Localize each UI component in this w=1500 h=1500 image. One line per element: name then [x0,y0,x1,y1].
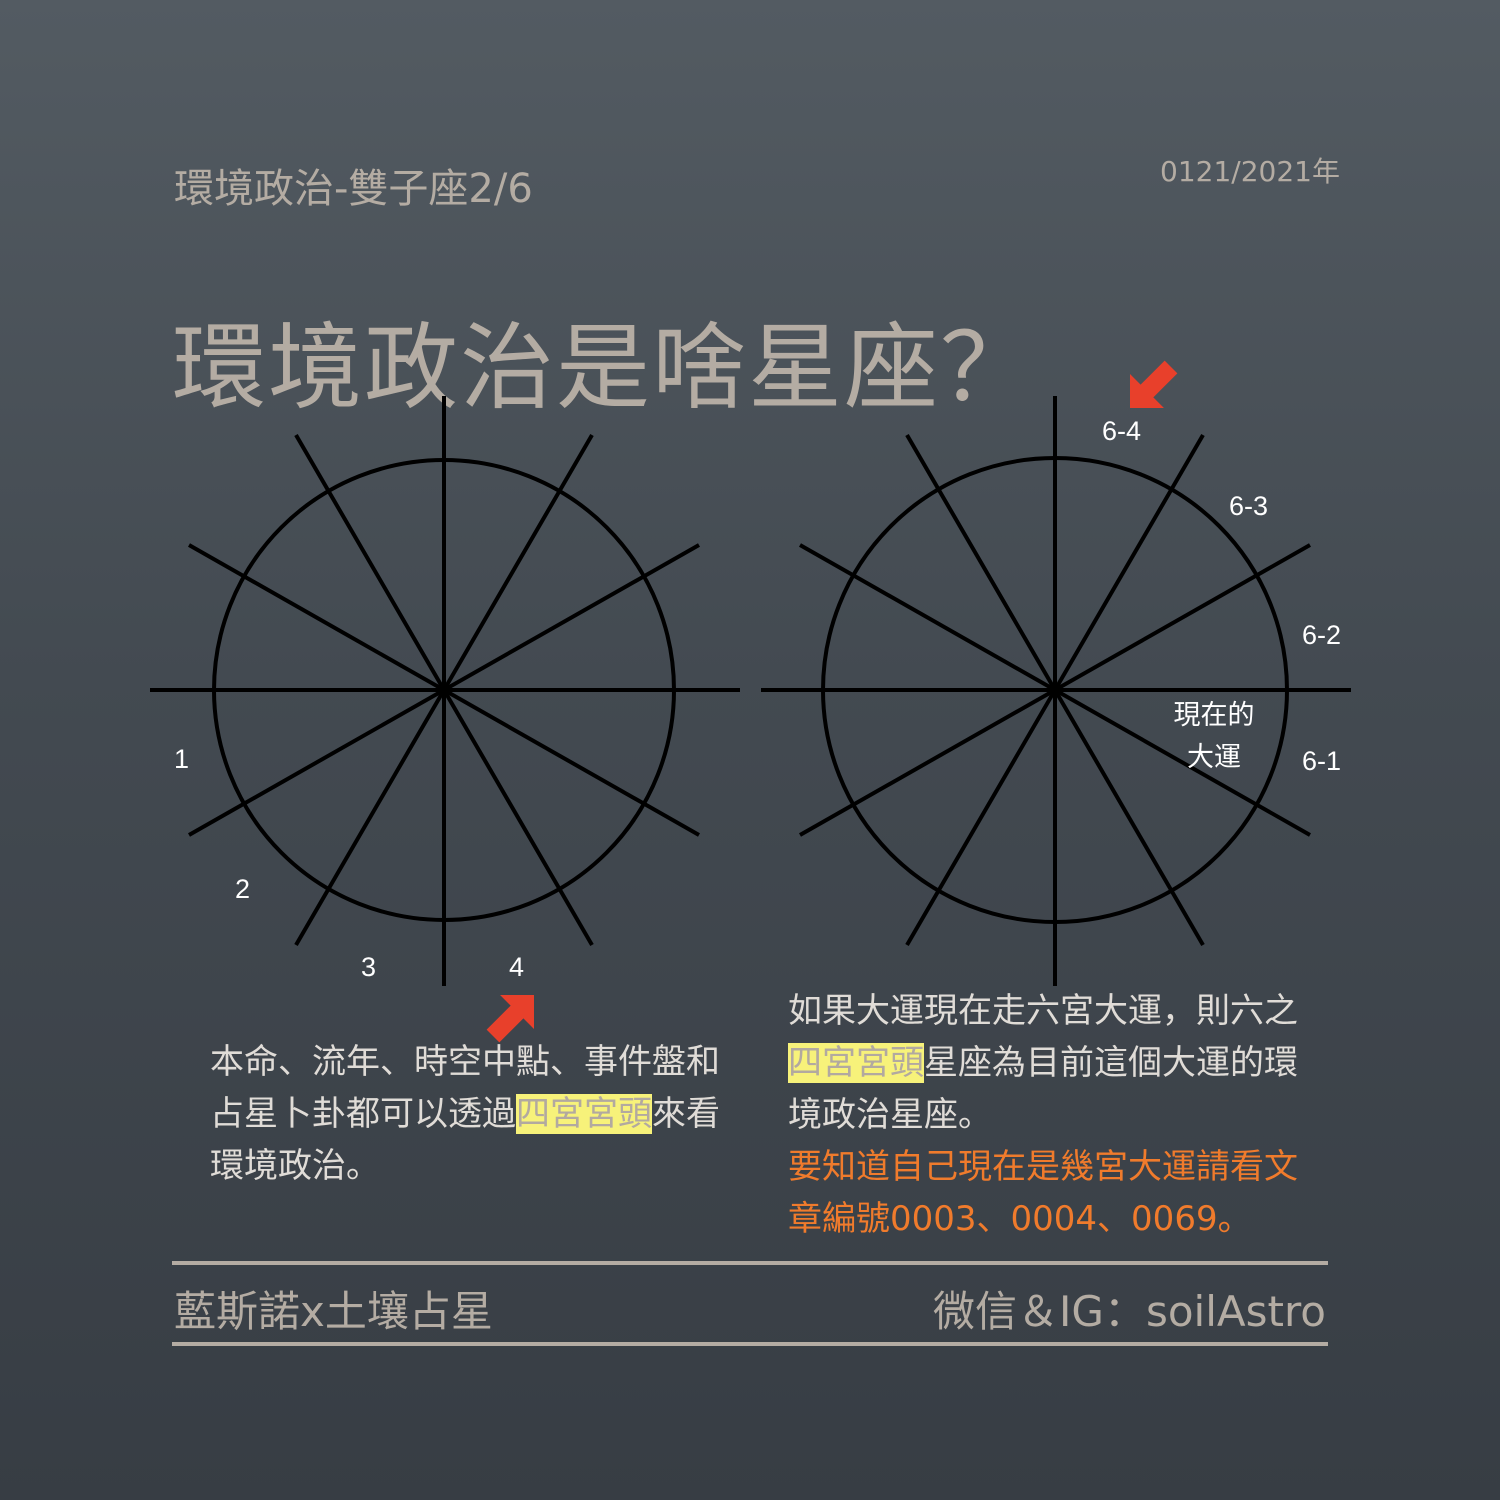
right-explanation: 如果大運現在走六宮大運，則六之四宮宮頭星座為目前這個大運的環境政治星座。要知道自… [788,985,1308,1245]
right-explanation-text: 如果大運現在走六宮大運，則六之 [788,991,1298,1031]
highlight-fourth-house-cusp: 四宮宮頭 [788,1043,924,1083]
page-title: 環境政治是啥星座？ [172,314,1037,423]
left-explanation: 本命、流年、時空中點、事件盤和占星卜卦都可以透過四宮宮頭來看環境政治。 [210,1036,730,1192]
highlight-fourth-house-cusp: 四宮宮頭 [516,1094,652,1134]
right-explanation-text-end: 星座為目前這個大運的環境政治星座。 [788,1043,1298,1135]
left-house-label-4: 4 [509,952,524,982]
brand-name: 藍斯諾x土壤占星 [174,1287,493,1336]
right-house-label-6-3: 6-3 [1229,491,1268,521]
left-house-label-3: 3 [361,952,376,982]
arrow-icon [1130,360,1178,408]
series-title: 環境政治-雙子座2/6 [174,166,533,212]
footer-top-divider [172,1261,1328,1265]
left-house-label-2: 2 [235,874,250,904]
footer-bottom-divider [172,1342,1328,1346]
reference-note: 要知道自己現在是幾宮大運請看文章編號0003、0004、0069。 [788,1147,1298,1239]
social-handle: 微信＆IG：soilAstro [933,1287,1326,1336]
right-house-label-6-4: 6-4 [1102,416,1141,446]
left-house-label-1: 1 [174,744,189,774]
date-label: 0121/2021年 [1160,155,1340,188]
right-house-label-6-2: 6-2 [1302,620,1341,650]
arrow-icon [486,995,534,1043]
current-period-label-line2: 大運 [1187,742,1241,773]
right-house-label-6-1: 6-1 [1302,746,1341,776]
right-wheel-center-dot [1049,684,1061,696]
left-wheel-center-dot [438,684,450,696]
left-explanation-text-end: 來看環境政治。 [210,1094,720,1186]
left-explanation-text: 本命、流年、時空中點、事件盤和占星卜卦都可以透過 [210,1042,720,1134]
current-period-label-line1: 現在的 [1174,700,1255,731]
